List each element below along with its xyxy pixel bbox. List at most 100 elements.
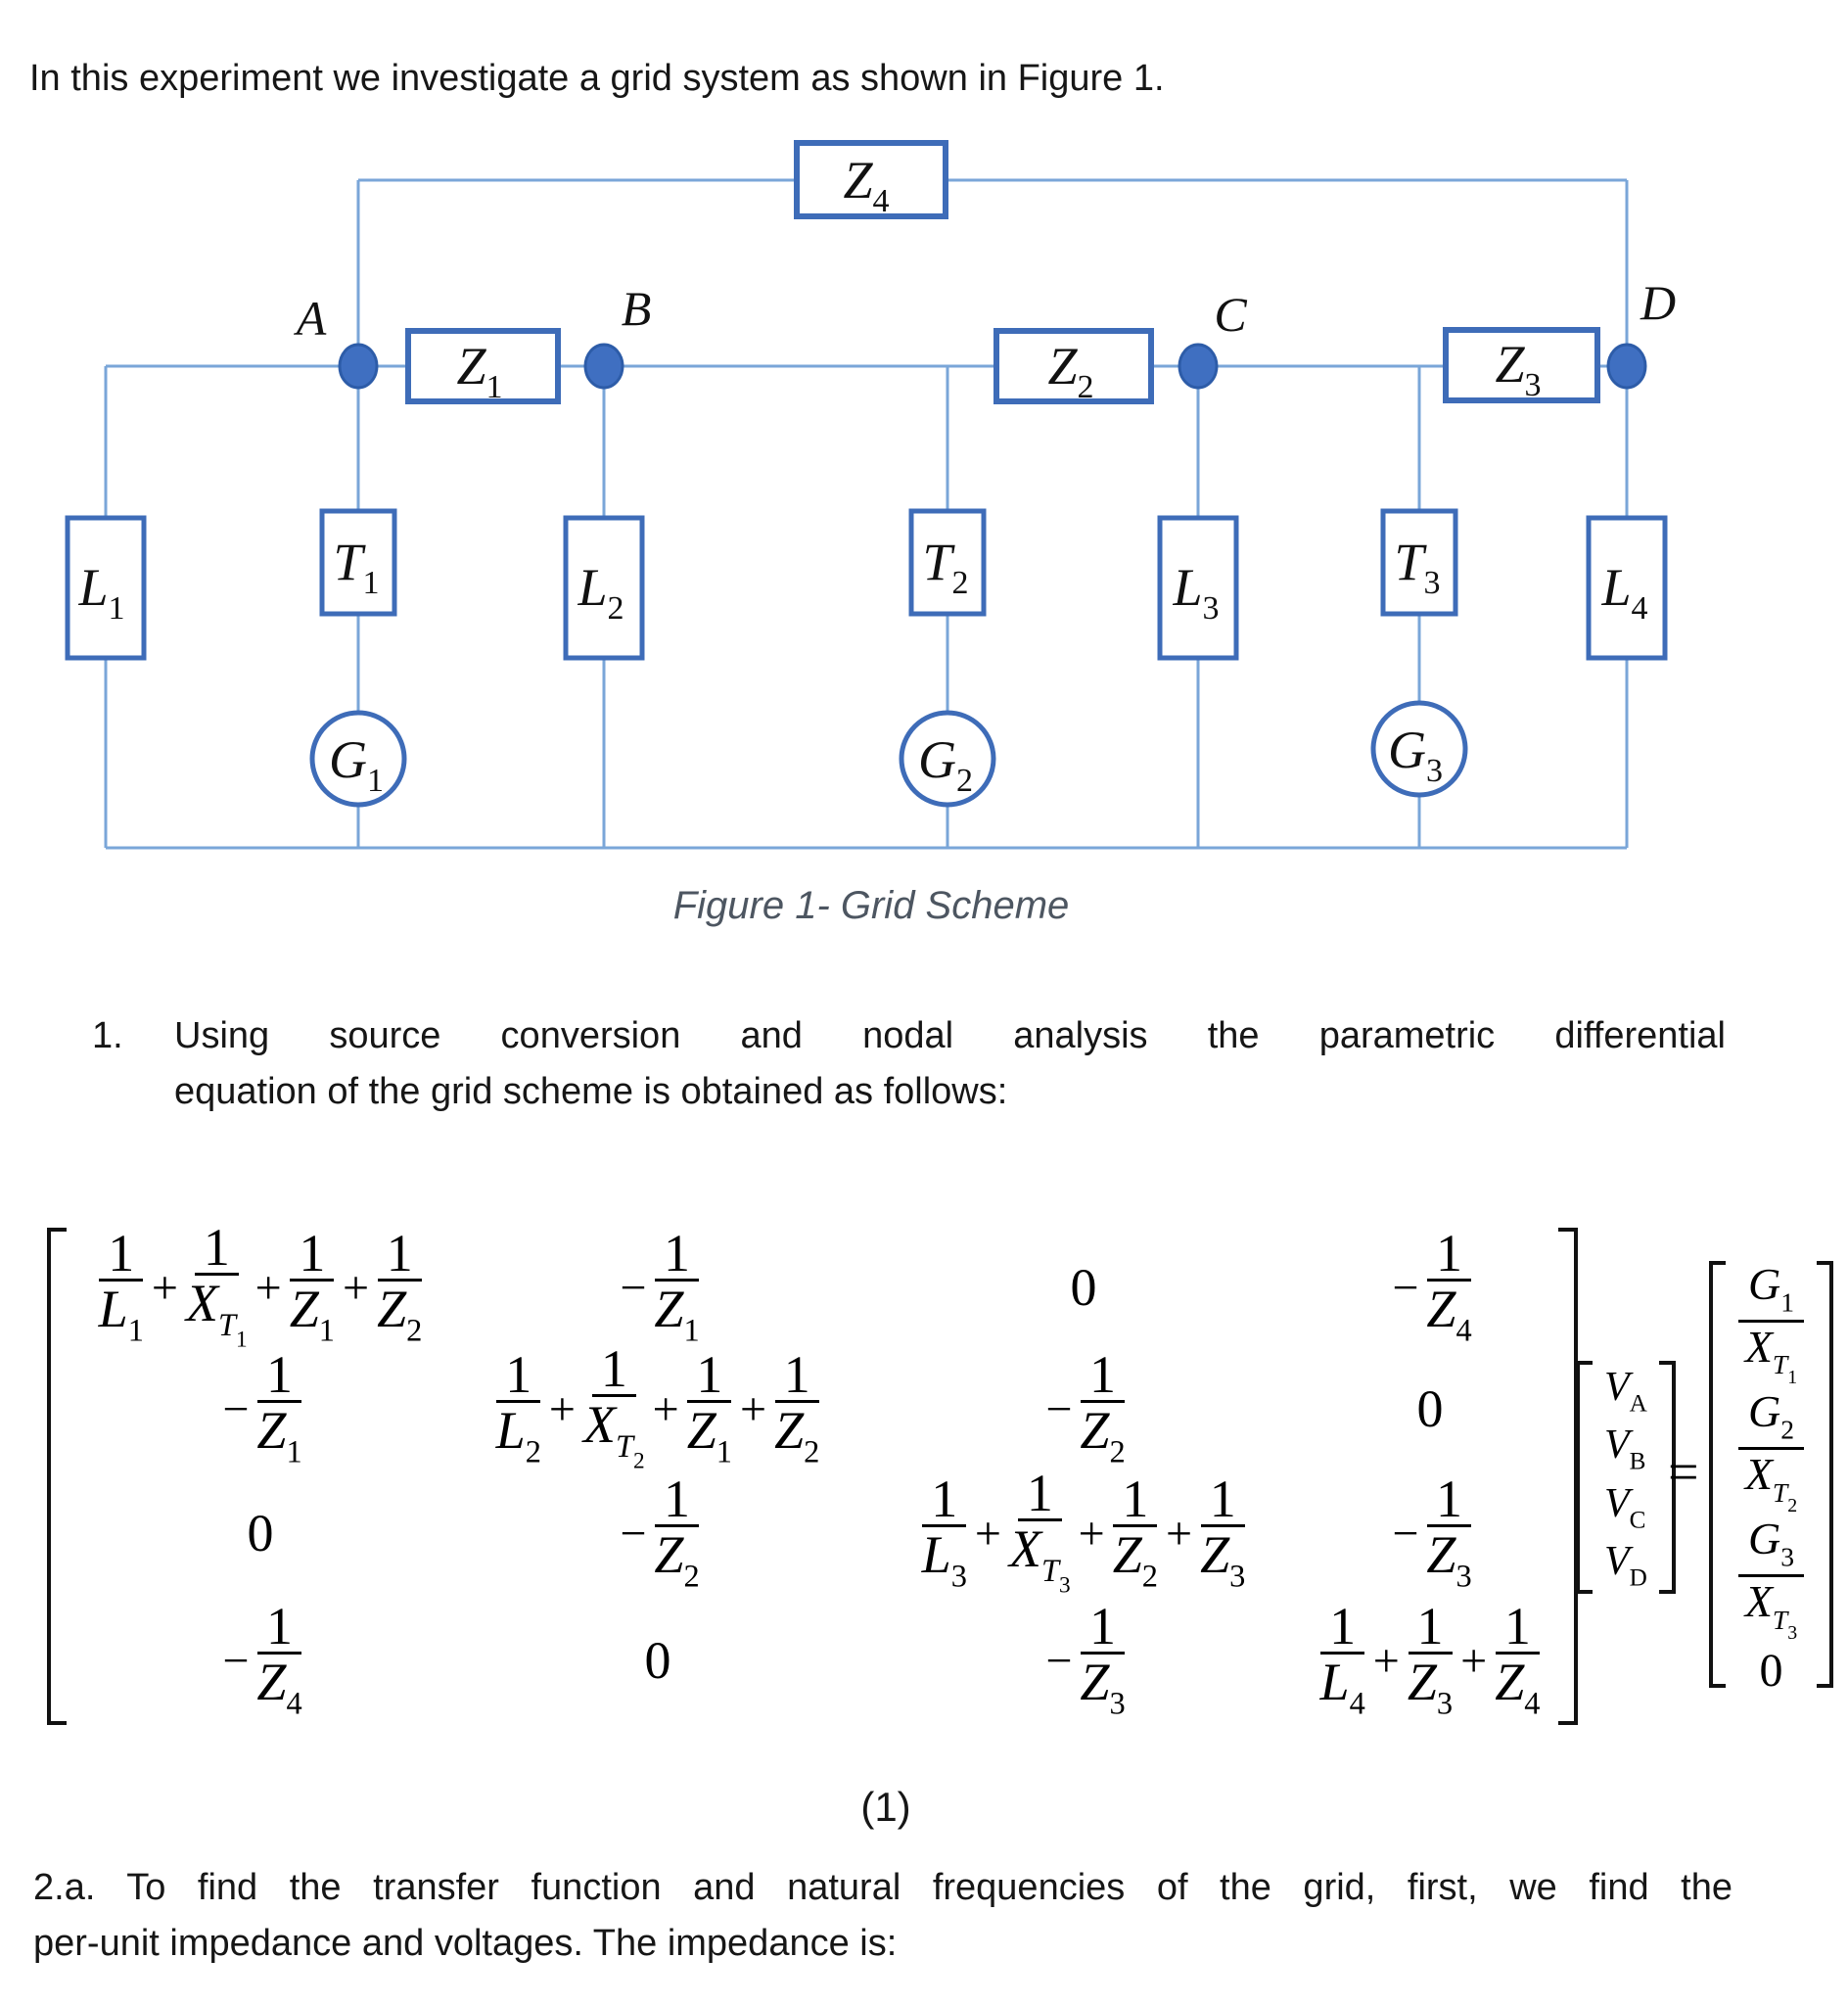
math-token: Z4 [1495,1655,1540,1720]
plus-sign: + [548,1382,576,1435]
node-label-D: D [1640,275,1676,330]
math-token: 1 [655,1227,700,1282]
voltage-vector: VA VB VC VD [1576,1361,1676,1594]
math-token: X [583,1395,616,1455]
minus-sign: − [1045,1382,1073,1435]
symbol: Z1 [687,1401,732,1469]
math-token: L2 [496,1403,541,1469]
math-token: Z2 [774,1403,819,1469]
list-item-1-text-line-1: Using source conversion and nodal analys… [174,1015,1726,1056]
minus-sign: − [620,1507,647,1560]
math-token: XT1 [186,1276,248,1352]
math-token: 1 [496,1348,541,1403]
math-token: G2 [1738,1388,1805,1451]
math-token: 1 [1427,1227,1472,1282]
label-Z1: Z1 [456,337,502,405]
math-token: 0 [1070,1258,1097,1317]
math-token: T [1041,1553,1060,1589]
symbol: XT2 [1745,1449,1797,1515]
node-dot-B [583,343,624,390]
math-token: D [1629,1564,1647,1592]
math-token: L [495,1400,526,1460]
math-token: 1 [1017,1467,1062,1522]
symbol: VB [1604,1422,1645,1473]
plus-sign: + [974,1507,1001,1560]
math-token: T3 [1041,1553,1071,1598]
plus-sign: + [1166,1507,1193,1560]
plus-sign: + [740,1382,767,1435]
list-item-1-line-1: 1. Using source conversion and nodal ana… [92,1008,1726,1064]
math-token: Z4 [256,1655,301,1720]
load-box-L4 [1586,515,1668,661]
vector-right-bracket [1658,1361,1676,1594]
math-token: 1 [257,1348,302,1403]
math-token: 2 [1141,1559,1158,1595]
impedance-box-Z2 [993,328,1154,404]
math-token: 1 [318,1313,335,1349]
math-token: Z [1426,1524,1456,1584]
math-token: L [98,1279,128,1338]
math-token: 2 [683,1559,700,1595]
math-token: 1 [99,1227,144,1282]
math-token: V [1604,1422,1630,1469]
matrix-cell: 0 [863,1228,1304,1347]
symbol: Z3 [1200,1525,1245,1593]
symbol: VD [1604,1539,1647,1590]
math-token: XT1 [1745,1323,1797,1388]
math-token: 0 [644,1631,671,1690]
minus-sign: − [620,1261,647,1314]
label-G3: G3 [1388,721,1443,789]
math-token: C [1629,1507,1646,1534]
math-token: A [1629,1390,1647,1418]
symbol: Z4 [1495,1652,1540,1720]
symbol: Z2 [1113,1525,1158,1593]
symbol: L4 [1320,1653,1365,1720]
node-dot-A [338,343,379,390]
math-token: Z [1407,1652,1437,1711]
load-box-L3 [1157,515,1239,661]
math-token: 1 [194,1221,239,1277]
math-token: 3 [1787,1621,1798,1644]
paragraph-2a: 2.a. To find the transfer function and n… [33,1860,1732,1972]
node-label-C: C [1214,287,1247,342]
math-token: Z [377,1279,407,1338]
math-token: Z2 [1113,1527,1158,1593]
math-token: 3 [1109,1686,1126,1722]
minus-sign: − [222,1382,250,1435]
math-token: 1 [1787,1367,1798,1389]
math-token: T3 [1773,1605,1797,1643]
math-token: Z [1495,1652,1525,1711]
label-L4: L4 [1600,558,1647,627]
math-token: XT3 [1009,1521,1071,1598]
math-token: 1 [1113,1472,1158,1527]
math-token: Z [654,1524,684,1584]
symbol: Z3 [1426,1524,1471,1593]
math-token: Z3 [1408,1655,1453,1720]
symbol: XT2 [583,1395,645,1472]
math-token: Z [1080,1652,1110,1711]
symbol: VC [1604,1481,1645,1532]
math-token: G3 [1738,1515,1805,1578]
plus-sign: + [254,1261,282,1314]
math-token: 2 [406,1313,423,1349]
vector-left-bracket [1576,1361,1593,1594]
math-token: 3 [950,1559,967,1595]
math-token: 0 [247,1504,274,1562]
